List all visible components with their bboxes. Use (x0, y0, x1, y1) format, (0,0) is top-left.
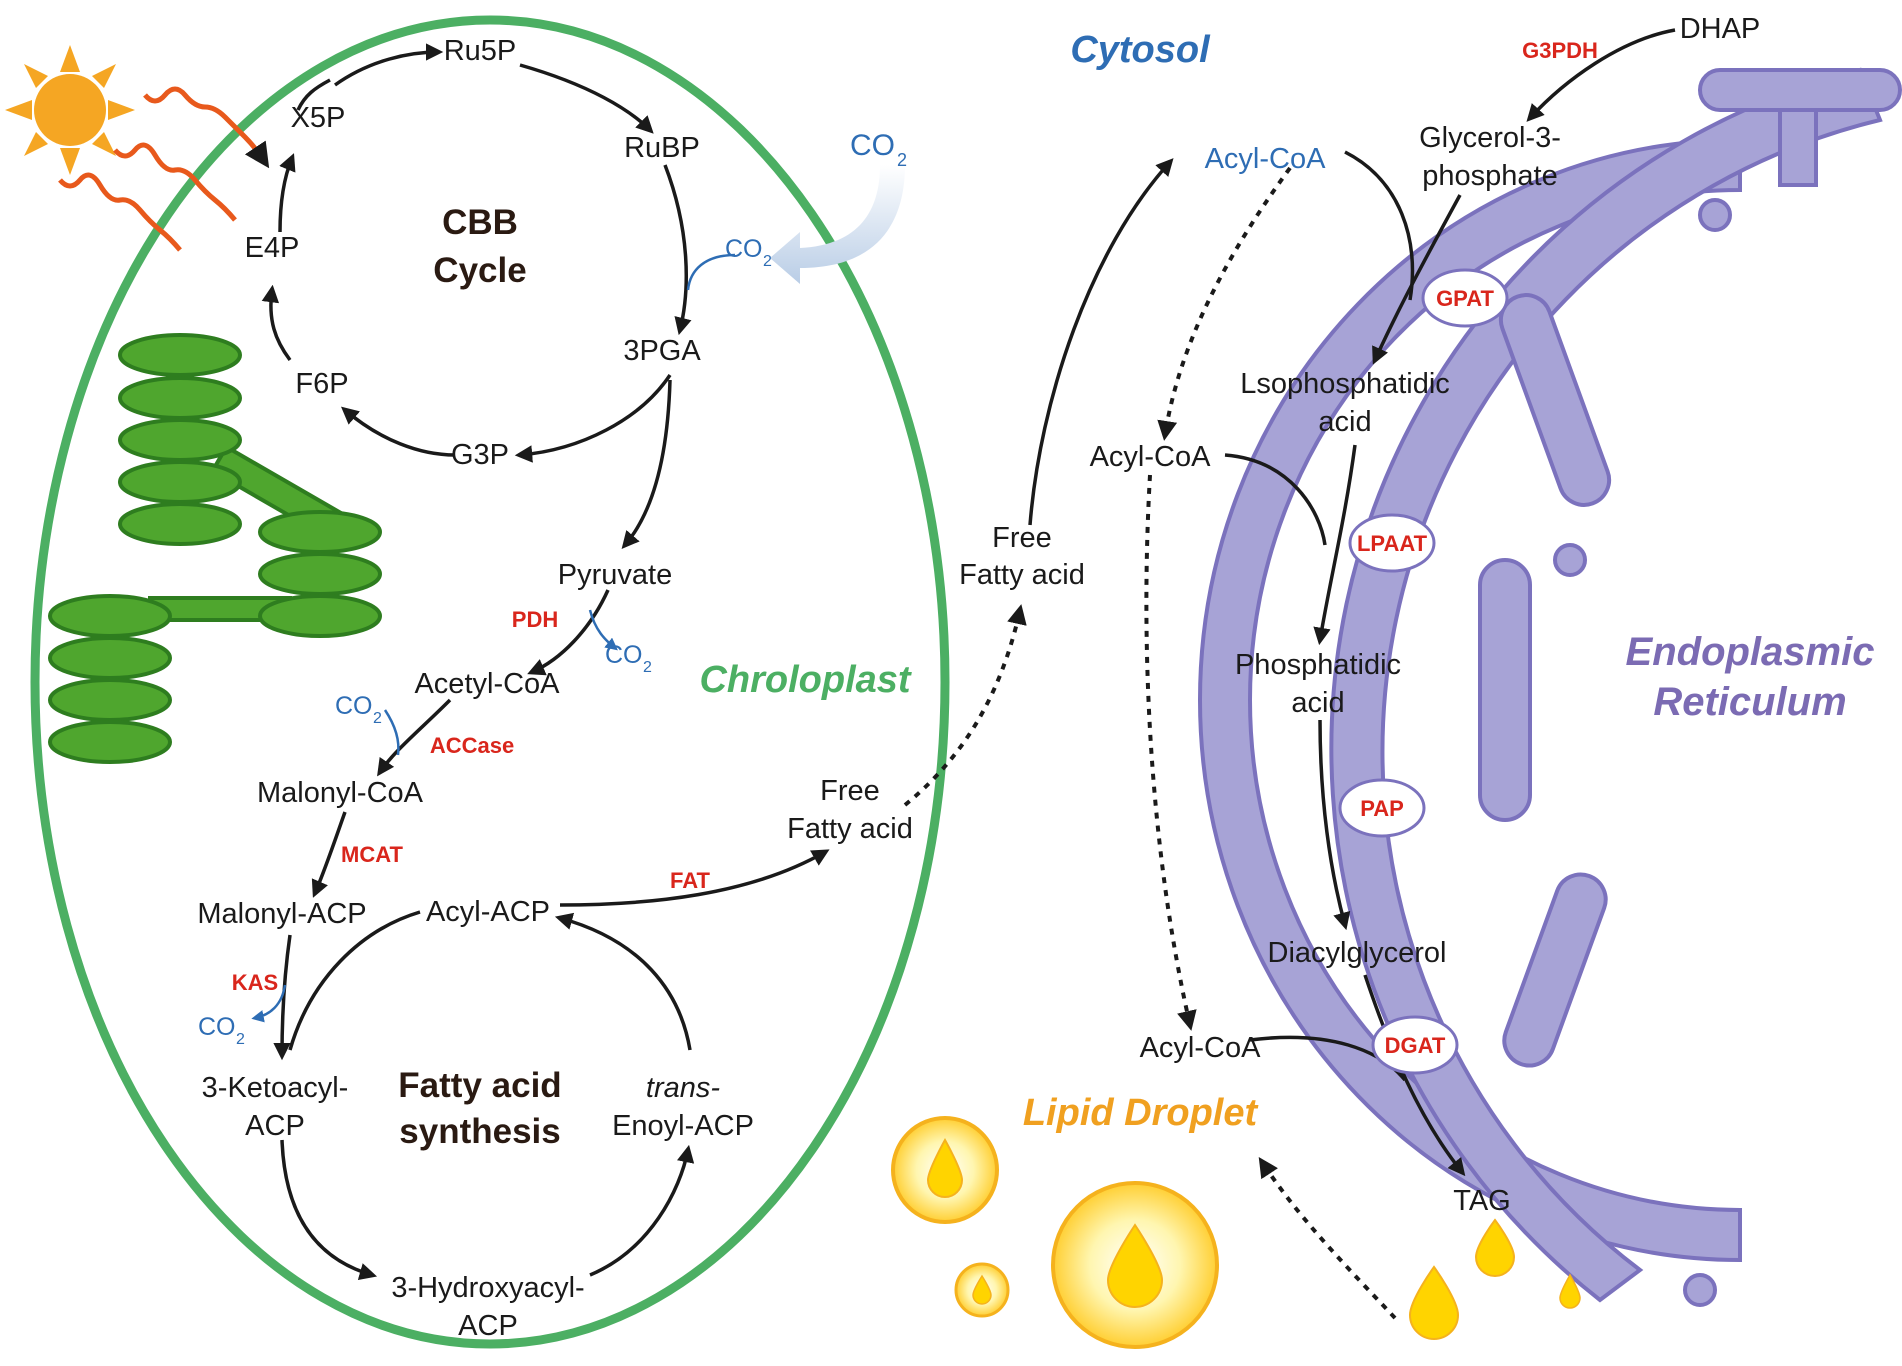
er-bud-1 (1698, 198, 1732, 232)
label-tag: TAG (1453, 1185, 1510, 1217)
enzyme-ellipses (1338, 268, 1509, 1075)
er-cisterna-1 (1498, 293, 1612, 507)
label-lpa-line1: Lsophosphatidic (1240, 368, 1450, 400)
label-enoyl-acp-line2: Enoyl-ACP (612, 1110, 754, 1142)
thylakoid-icon (48, 333, 382, 764)
region-label-chloroplast: Chroloplast (699, 659, 911, 701)
region-label-lipid-droplet: Lipid Droplet (1023, 1092, 1259, 1134)
co2-entry-arrow (770, 165, 905, 284)
label-rubp: RuBP (624, 132, 700, 164)
endoplasmic-reticulum-shape (1198, 67, 1902, 1307)
label-pa-line2: acid (1291, 687, 1344, 719)
label-glycerol-3-phosphate-line2: phosphate (1422, 160, 1557, 192)
er-bud-3 (1683, 1273, 1717, 1307)
label-x5p: X5P (291, 102, 346, 134)
enzyme-g3pdh: G3PDH (1522, 38, 1598, 63)
svg-text:2: 2 (236, 1031, 245, 1048)
region-label-er-line1: Endoplasmic (1626, 630, 1875, 674)
label-acyl-coa-top: Acyl-CoA (1205, 143, 1327, 175)
svg-text:CO: CO (725, 235, 763, 263)
enzyme-kas: KAS (232, 970, 278, 995)
er-cisterna-2 (1478, 558, 1532, 822)
label-malonyl-coa: Malonyl-CoA (257, 777, 424, 809)
fas-title-line2: synthesis (399, 1112, 560, 1151)
svg-text:2: 2 (373, 710, 382, 727)
label-f6p: F6P (295, 368, 348, 400)
svg-text:CO: CO (850, 129, 895, 162)
label-hydroxyacyl-acp-line1: 3-Hydroxyacyl- (391, 1272, 584, 1304)
enzyme-dgat: DGAT (1385, 1033, 1446, 1058)
enzyme-lpaat: LPAAT (1357, 531, 1428, 556)
label-ffa-cytosol-line1: Free (992, 522, 1052, 554)
lipid-droplet-icons (891, 1116, 1581, 1349)
svg-text:2: 2 (763, 253, 772, 270)
region-label-er-line2: Reticulum (1653, 680, 1846, 724)
lpaat-ellipse (1348, 513, 1436, 573)
label-ru5p: Ru5P (444, 35, 517, 67)
fas-title-line1: Fatty acid (398, 1066, 561, 1105)
enzyme-mcat: MCAT (341, 842, 403, 867)
svg-text:2: 2 (643, 659, 652, 676)
gpat-ellipse (1421, 268, 1509, 328)
er-cap (1698, 68, 1902, 112)
co2-label-inside: CO 2 (725, 235, 772, 270)
chloroplast-membrane (30, 15, 950, 1349)
chloroplast-pathway-arrows (251, 379, 1027, 1281)
svg-text:CO: CO (198, 1013, 236, 1041)
label-acetyl-coa: Acetyl-CoA (414, 668, 560, 700)
cbb-title-line2: Cycle (433, 251, 526, 290)
label-acyl-coa-bottom: Acyl-CoA (1140, 1032, 1262, 1064)
er-cisterna-3 (1502, 872, 1608, 1068)
pap-ellipse (1338, 778, 1426, 838)
label-ffa-chloroplast-line2: Fatty acid (787, 813, 913, 845)
label-pyruvate: Pyruvate (558, 559, 672, 591)
cbb-cycle-arrows (261, 43, 736, 463)
co2-label-kas: CO 2 (198, 1013, 245, 1048)
region-label-cytosol: Cytosol (1070, 29, 1211, 71)
svg-text:CO: CO (605, 641, 643, 669)
sun-icon (5, 45, 135, 175)
kennedy-pathway-arrows (1313, 28, 1676, 1177)
light-ray-icons (58, 86, 270, 252)
svg-text:CO: CO (335, 692, 373, 720)
enzyme-accase: ACCase (430, 733, 514, 758)
er-bud-2 (1553, 543, 1587, 577)
label-lpa-line2: acid (1318, 406, 1371, 438)
enzyme-pap: PAP (1360, 796, 1404, 821)
er-membrane-inner (1198, 137, 1742, 1263)
label-ffa-chloroplast-line1: Free (820, 775, 880, 807)
label-e4p: E4P (245, 232, 300, 264)
label-dhap: DHAP (1680, 13, 1761, 45)
co2-label-outside: CO 2 (850, 129, 907, 170)
label-hydroxyacyl-acp-line2: ACP (458, 1310, 518, 1342)
label-3pga: 3PGA (623, 335, 701, 367)
label-ketoacyl-acp-line2: ACP (245, 1110, 305, 1142)
label-pa-line1: Phosphatidic (1235, 649, 1401, 681)
co2-label-accase: CO 2 (335, 692, 382, 727)
enzyme-pdh: PDH (512, 607, 558, 632)
label-acyl-acp: Acyl-ACP (426, 896, 550, 928)
er-membrane-outer (1329, 67, 1883, 1303)
label-diacylglycerol: Diacylglycerol (1268, 937, 1447, 969)
label-ketoacyl-acp-line1: 3-Ketoacyl- (202, 1072, 349, 1104)
dgat-ellipse (1371, 1015, 1459, 1075)
label-ffa-cytosol-line2: Fatty acid (959, 559, 1085, 591)
cytosol-arrows (1028, 150, 1415, 1320)
label-glycerol-3-phosphate-line1: Glycerol-3- (1419, 122, 1561, 154)
label-g3p: G3P (451, 439, 509, 471)
enzyme-fat: FAT (670, 868, 710, 893)
label-enoyl-acp-line1: trans- (646, 1072, 720, 1104)
label-malonyl-acp: Malonyl-ACP (197, 898, 366, 930)
enzyme-gpat: GPAT (1436, 286, 1494, 311)
label-acyl-coa-mid: Acyl-CoA (1090, 441, 1212, 473)
cbb-title-line1: CBB (442, 203, 518, 242)
svg-text:2: 2 (897, 150, 907, 170)
co2-label-pdh: CO 2 (605, 641, 652, 676)
